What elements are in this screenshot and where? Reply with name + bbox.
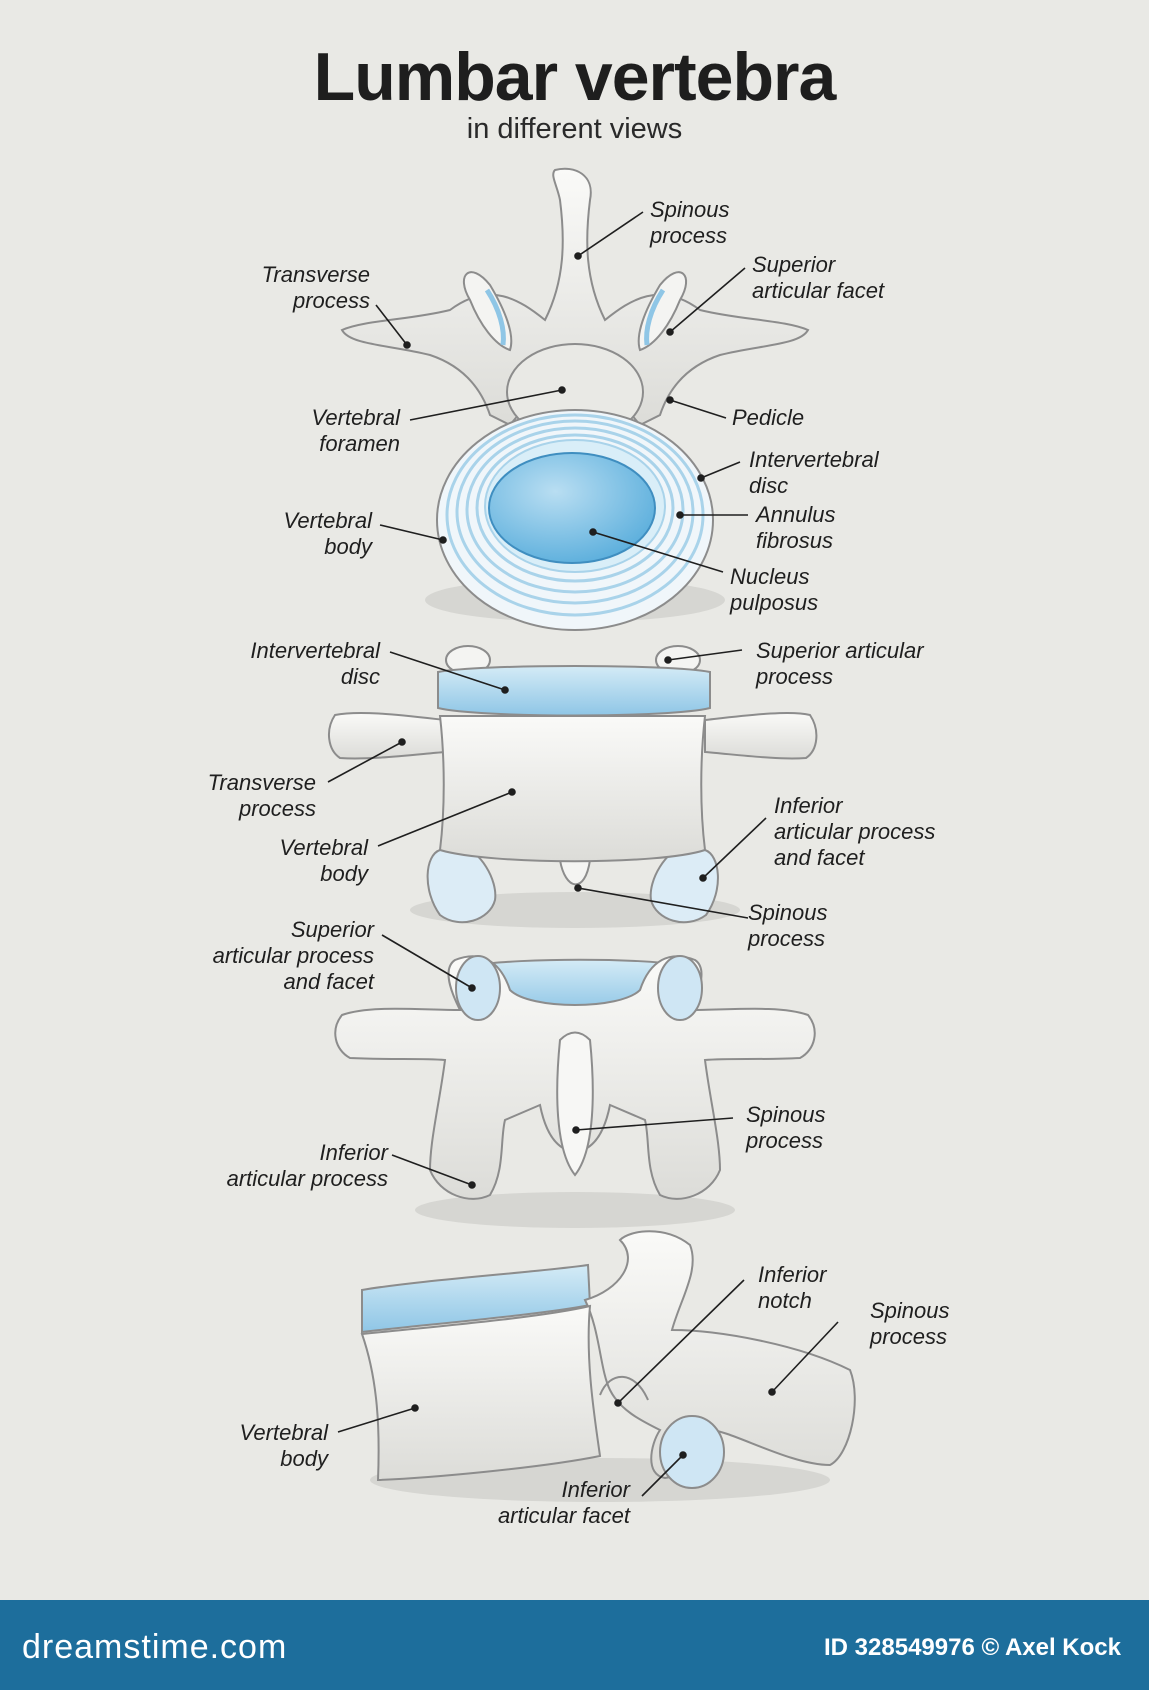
image-id-credit: ID 328549976 © Axel Kock — [824, 1634, 1121, 1661]
vertebral-body-lateral — [360, 1304, 602, 1482]
inferior-articular-facet — [659, 1415, 725, 1489]
intervertebral-disc-anterior — [437, 665, 711, 717]
page-subtitle: in different views — [466, 113, 683, 145]
spinous-process-posterior — [556, 1031, 594, 1177]
shadow — [415, 1192, 735, 1228]
nucleus-pulposus — [488, 452, 656, 564]
transverse-left — [328, 711, 446, 760]
leaders-posterior — [381, 934, 734, 1189]
superior-facet-left — [455, 955, 501, 1021]
leaders-lateral — [337, 1279, 839, 1497]
leaders-anterior — [327, 649, 767, 919]
inferior-articular-right — [649, 843, 719, 924]
lateral-arch — [583, 1230, 856, 1480]
page-title: Lumbar vertebra — [313, 39, 837, 115]
transverse-right — [704, 711, 818, 760]
vertebral-body-anterior — [438, 715, 707, 863]
anterior-view — [328, 645, 818, 928]
brand-name[interactable]: dreamstime.com — [22, 1628, 288, 1666]
leaders-superior — [375, 211, 748, 573]
superior-view — [340, 167, 810, 631]
superior-articular-left — [462, 271, 513, 352]
inferior-articular-left — [426, 843, 497, 924]
lateral-view — [360, 1230, 856, 1502]
superior-facet-right — [657, 955, 703, 1021]
label-pedicle: Pedicle — [732, 405, 804, 430]
posterior-view — [334, 955, 816, 1228]
footer-bar: dreamstime.com ID 328549976 © Axel Kock — [0, 1600, 1149, 1690]
superior-articular-right — [637, 271, 688, 352]
